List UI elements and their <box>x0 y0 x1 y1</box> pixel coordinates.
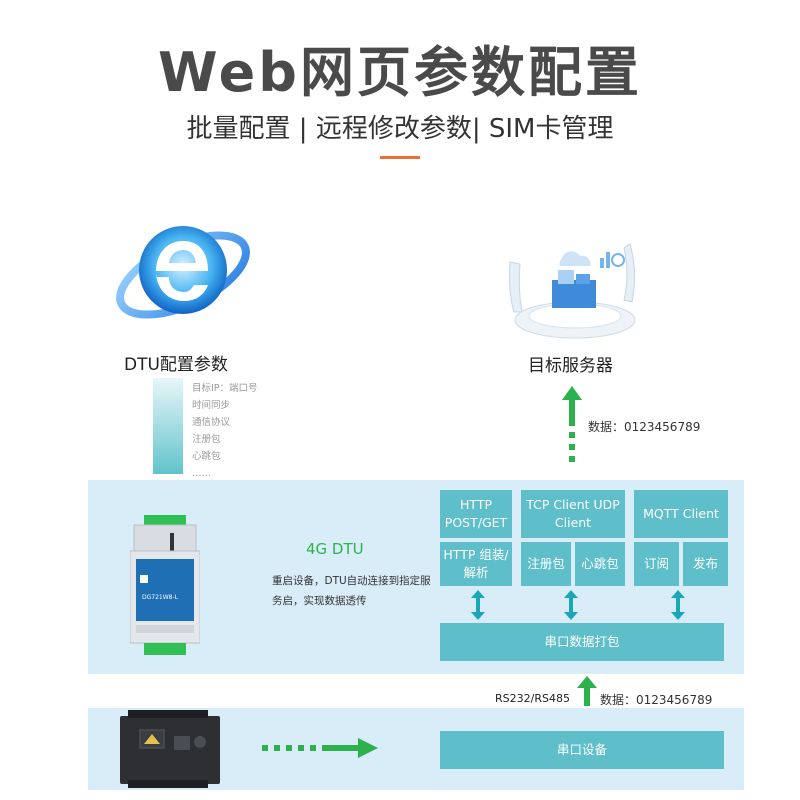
param-item: 心跳包 <box>192 451 221 462</box>
up-arrow-icon <box>577 676 597 706</box>
serial-data-label: 数据：0123456789 <box>600 693 713 707</box>
serial-device-label: 串口设备 <box>556 742 607 757</box>
right-arrow-icon <box>262 738 378 758</box>
tcp-udp-label: TCP Client UDP Client <box>526 497 620 530</box>
up-arrow-to-server <box>562 386 582 462</box>
dtu-description: 重启设备，DTU自动连接到指定服务启，实现数据透传 <box>272 575 431 607</box>
serial-pack-label: 串口数据打包 <box>544 634 620 649</box>
dtu-device-image: DG721W8-L <box>130 515 200 655</box>
param-list: 目标IP：端口号 时间同步 通信协议 注册包 心跳包 …… <box>192 380 258 482</box>
heartbeat-box: 心跳包 <box>575 542 625 586</box>
param-item: 通信协议 <box>192 417 231 428</box>
publish-label: 发布 <box>692 556 718 571</box>
page-subtitle: 批量配置 | 远程修改参数| SIM卡管理 <box>186 114 614 144</box>
heartbeat-label: 心跳包 <box>581 556 619 571</box>
bidirectional-arrow-icon <box>564 590 578 620</box>
mqtt-label: MQTT Client <box>643 506 719 521</box>
tcp-udp-box: TCP Client UDP Client <box>521 490 625 538</box>
bidirectional-arrow-icon <box>471 590 485 620</box>
serial-pack-box: 串口数据打包 <box>440 623 724 661</box>
serial-device-box: 串口设备 <box>440 731 724 769</box>
subscribe-label: 订阅 <box>643 556 669 571</box>
param-item: 注册包 <box>192 434 221 445</box>
bidirectional-arrow-icon <box>671 590 685 620</box>
http-parse-box: HTTP 组装/解析 <box>440 542 512 586</box>
param-item: 目标IP：端口号 <box>192 383 258 394</box>
http-post-get-label: HTTP POST/GET <box>444 497 508 530</box>
server-cloud-icon <box>509 243 636 339</box>
rs-interface-label: RS232/RS485 <box>495 692 570 705</box>
page-title: Web网页参数配置 <box>158 41 642 104</box>
publish-box: 发布 <box>683 542 728 586</box>
browser-e-icon <box>116 226 250 319</box>
server-label: 目标服务器 <box>528 356 613 376</box>
http-parse-label: HTTP 组装/解析 <box>443 547 509 580</box>
dtu-config-title: DTU配置参数 <box>124 355 228 375</box>
register-label: 注册包 <box>527 556 565 571</box>
dtu-title: 4G DTU <box>306 540 364 558</box>
param-bar <box>153 378 183 474</box>
accent-divider <box>380 156 420 159</box>
register-box: 注册包 <box>521 542 571 586</box>
http-post-get-box: HTTP POST/GET <box>440 490 512 538</box>
subscribe-box: 订阅 <box>634 542 679 586</box>
device-model: DG721W8-L <box>142 594 179 601</box>
serial-device-image <box>120 710 220 788</box>
server-data-label: 数据：0123456789 <box>588 420 701 434</box>
param-item: …… <box>192 468 211 479</box>
mqtt-box: MQTT Client <box>634 490 728 538</box>
param-item: 时间同步 <box>192 400 231 411</box>
